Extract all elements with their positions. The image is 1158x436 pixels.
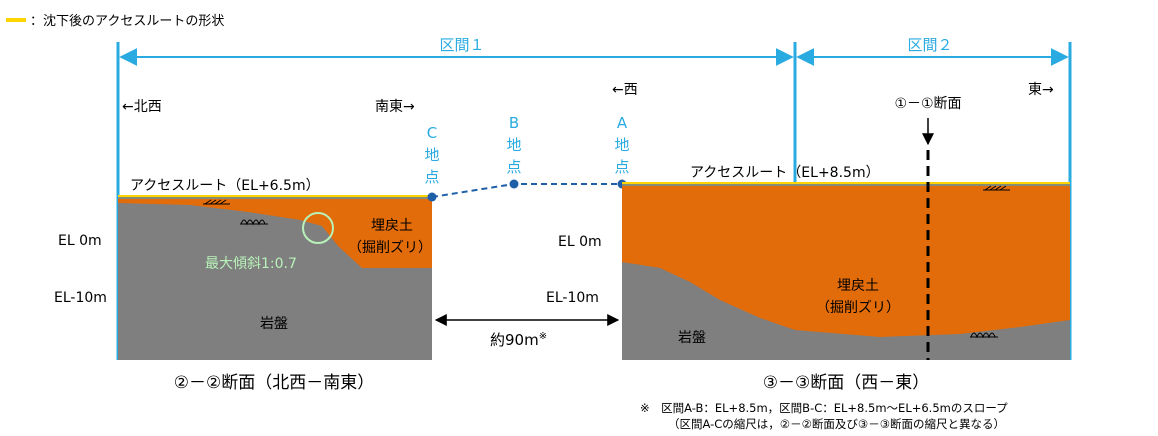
right-rock-label: 岩盤 xyxy=(678,330,706,346)
left-route-label: アクセスルート（EL+6.5m） xyxy=(130,178,320,194)
grass-symbol-icon xyxy=(970,332,998,339)
svg-text:地: 地 xyxy=(506,136,521,154)
left-el0-label: EL 0m xyxy=(58,233,102,249)
right-fill-label-2: （掘削ズリ） xyxy=(816,300,900,316)
note-line-2: （区間A-Cの縮尺は，②－②断面及び③－③断面の縮尺と異なる） xyxy=(668,417,1005,431)
svg-text:点: 点 xyxy=(614,158,629,176)
right-el10-label: EL-10m xyxy=(546,290,599,306)
svg-text:B: B xyxy=(509,114,519,132)
section2-label: 区間２ xyxy=(907,36,952,54)
svg-text:地: 地 xyxy=(614,136,629,154)
svg-text:C: C xyxy=(427,124,437,142)
route-path-dashed xyxy=(431,183,622,198)
right-fill-layer xyxy=(622,184,1070,337)
point-a-label: A 地 点 xyxy=(614,114,629,176)
ground-symbol-icon xyxy=(983,185,1010,191)
point-b-label: B 地 点 xyxy=(506,114,521,176)
right-dir-right: 東→ xyxy=(1028,82,1054,98)
svg-text:点: 点 xyxy=(506,158,521,176)
left-fill-label-2: （掘削ズリ） xyxy=(348,240,432,256)
right-route-label: アクセスルート（EL+8.5m） xyxy=(690,165,880,181)
distance-label: 約90m※ xyxy=(490,331,547,349)
left-fill-layer xyxy=(118,197,432,268)
svg-text:A: A xyxy=(617,114,628,132)
left-dir-right: 南東→ xyxy=(375,99,415,115)
left-rock-label: 岩盤 xyxy=(260,316,288,332)
point-b-marker xyxy=(509,179,519,189)
left-el10-label: EL-10m xyxy=(54,290,107,306)
svg-text:点: 点 xyxy=(424,168,439,186)
point-c-marker xyxy=(427,192,437,202)
right-el0-label: EL 0m xyxy=(558,234,602,250)
section1-label: 区間１ xyxy=(439,36,484,54)
left-fill-label-1: 埋戻土 xyxy=(371,218,413,234)
slope-highlight-circle xyxy=(302,212,334,244)
slope-label: 最大傾斜1:0.7 xyxy=(205,256,297,272)
legend-label: ：沈下後のアクセスルートの形状 xyxy=(30,14,224,29)
note-line-1: ※ 区間A-B：EL+8.5m，区間B-C：EL+8.5m～EL+6.5mのスロ… xyxy=(640,401,1008,415)
right-fill-label-1: 埋戻土 xyxy=(837,278,879,294)
right-caption: ③－③断面（西－東） xyxy=(763,373,929,393)
cut-line-label: ①－①断面 xyxy=(894,96,961,112)
ground-symbol-icon xyxy=(203,199,230,205)
point-c-label: C 地 点 xyxy=(424,124,439,186)
svg-text:地: 地 xyxy=(424,146,439,164)
left-dir-left: ←北西 xyxy=(122,99,162,115)
grass-symbol-icon xyxy=(240,219,268,226)
left-caption: ②－②断面（北西－南東） xyxy=(174,373,374,393)
right-dir-left: ←西 xyxy=(612,82,638,98)
